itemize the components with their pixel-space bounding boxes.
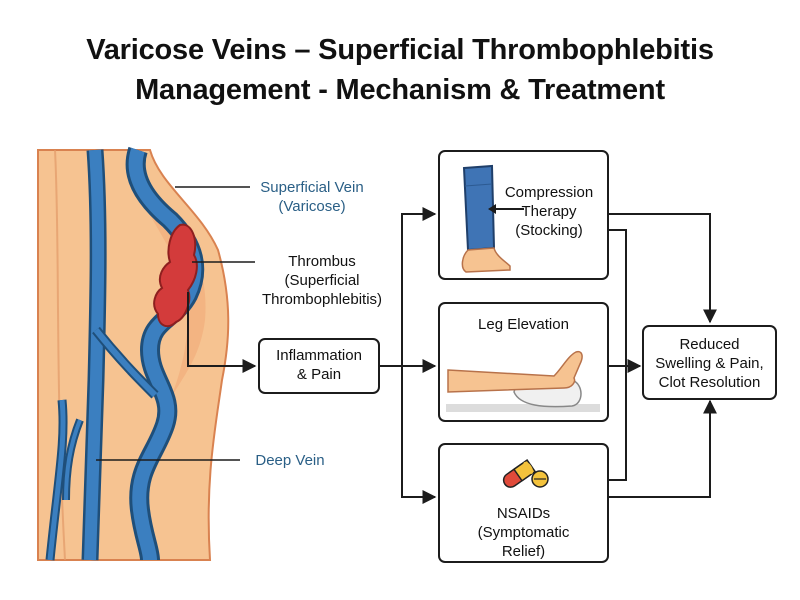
deep-vein-fill [84, 149, 105, 561]
node-inflammation-line1: Inflammation [276, 347, 362, 364]
node-compression-line2: Therapy [521, 203, 577, 220]
pills-icon [502, 459, 549, 488]
superficial-vein-fill [128, 147, 202, 561]
node-outcome: Reduced Swelling & Pain, Clot Resolution [642, 325, 777, 400]
label-superficial-vein-line1: Superficial Vein [260, 179, 364, 196]
label-thrombus: Thrombus (Superficial Thrombophlebitis) [248, 252, 396, 309]
title-line-2: Management - Mechanism & Treatment [135, 74, 665, 106]
arrow-compression-to-outcome [609, 213, 717, 324]
leg-illustration [37, 146, 230, 561]
knee-shading [130, 180, 206, 400]
label-superficial-vein-line2: (Varicose) [278, 198, 346, 215]
node-compression-line1: Compression [504, 184, 594, 201]
compression-stocking-icon [461, 164, 511, 273]
node-outcome-line1: Reduced [679, 336, 740, 353]
connector-compression-merge [609, 229, 627, 366]
node-outcome-line2: Swelling & Pain, [655, 355, 764, 372]
arrow-to-nsaids [401, 366, 437, 504]
thrombus [153, 223, 198, 328]
node-nsaids: NSAIDs (Symptomatic Relief) [438, 443, 609, 563]
node-leg-elevation: Leg Elevation [438, 302, 609, 422]
pointer-arrow-icon [488, 204, 524, 214]
branch-vein-2-fill [64, 419, 82, 501]
node-elevation-label: Leg Elevation [478, 316, 569, 333]
node-outcome-line3: Clot Resolution [658, 374, 761, 391]
node-nsaids-line2: (Symptomatic [477, 524, 570, 541]
node-compression-line3: (Stocking) [515, 222, 583, 239]
node-compression-therapy: Compression Therapy (Stocking) [438, 150, 609, 280]
arrow-thrombus-to-inflammation [187, 292, 257, 373]
node-inflammation-line2: & Pain [296, 366, 342, 383]
branch-vein-1-fill [93, 328, 158, 398]
node-nsaids-line1: NSAIDs [496, 505, 551, 522]
side-vein-fill [47, 399, 66, 561]
title-line-1: Varicose Veins – Superficial Thrombophle… [86, 34, 714, 66]
page-title: Varicose Veins – Superficial Thrombophle… [0, 30, 800, 110]
label-superficial-vein: Superficial Vein (Varicose) [252, 178, 372, 216]
arrow-to-compression [401, 207, 437, 366]
node-inflammation: Inflammation & Pain [258, 338, 380, 394]
connector-nsaids-merge [609, 366, 627, 481]
elevated-leg-icon [446, 350, 600, 412]
arrow-nsaids-to-outcome [609, 399, 717, 498]
node-nsaids-line3: Relief) [501, 543, 546, 560]
label-thrombus-line3: Thrombophlebitis) [261, 291, 383, 308]
label-thrombus-line1: Thrombus [288, 253, 356, 270]
label-thrombus-line2: (Superficial [284, 272, 360, 289]
label-deep-vein: Deep Vein [255, 452, 325, 469]
